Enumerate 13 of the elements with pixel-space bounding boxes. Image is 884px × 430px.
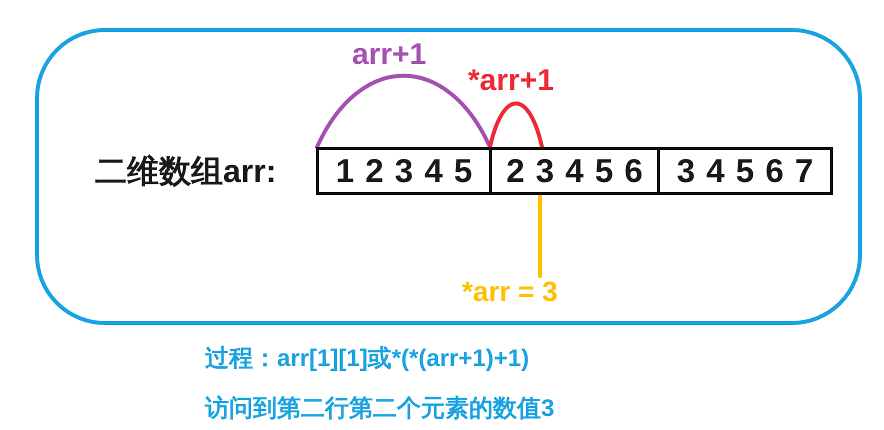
note-text: 访问到第二行第二个元素的数值3 — [205, 394, 554, 424]
array-row: 3 4 5 6 7 — [657, 147, 833, 195]
array-row: 1 2 3 4 5 — [316, 147, 492, 195]
edge-label: arr+1 — [352, 38, 426, 72]
edge-label: *arr+1 — [468, 64, 554, 98]
arc-connector — [315, 74, 492, 149]
leader-line — [538, 193, 542, 278]
note-text: 过程：arr[1][1]或*(*(arr+1)+1) — [205, 344, 530, 374]
array-name-label: 二维数组arr: — [95, 152, 276, 191]
arc-connector — [488, 102, 544, 149]
value-label: *arr = 3 — [462, 276, 558, 308]
array-row: 2 3 4 5 6 — [489, 147, 660, 195]
rounded-frame — [35, 28, 862, 325]
